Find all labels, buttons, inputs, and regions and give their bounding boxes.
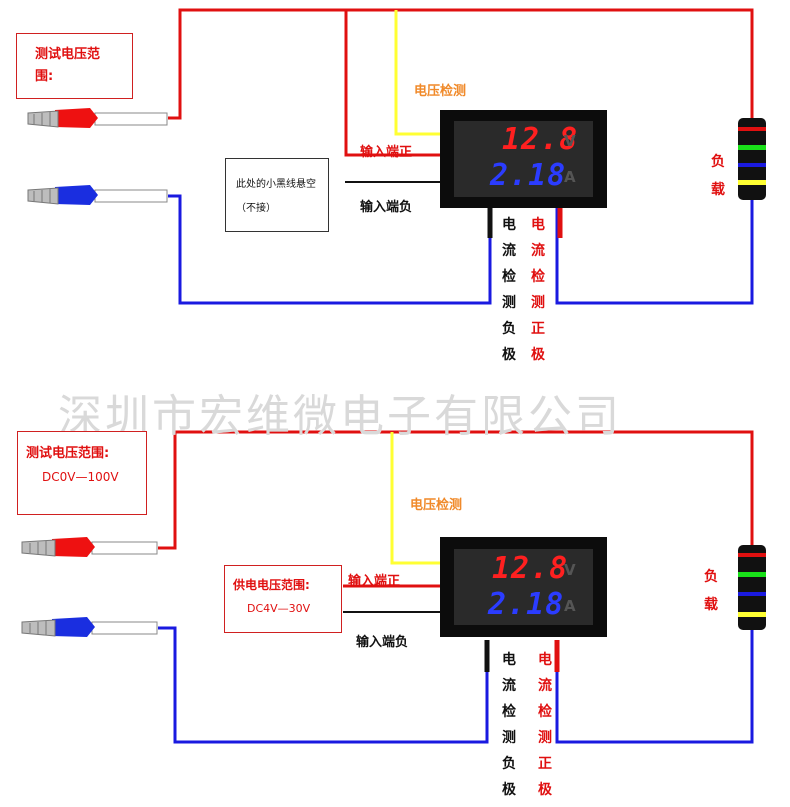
- bottom-supply-label: 供电电压范围:: [233, 578, 310, 592]
- top-voltage-detect-label: 电压检测: [414, 84, 467, 99]
- top-red-wire: [168, 8, 754, 120]
- bottom-load-label: 负载: [704, 569, 718, 613]
- top-current-neg-label: 电流检测负极: [502, 217, 516, 363]
- bottom-supply-value: DC4V—30V: [247, 602, 311, 615]
- top-input-pos-label: 输入端正: [360, 145, 413, 160]
- top-note-box: 此处的小黑线悬空（不接）: [225, 158, 329, 232]
- top-current-pos-label: 电流检测正极: [531, 217, 545, 363]
- top-red-probe: [27, 108, 168, 128]
- bottom-blue-probe: [21, 617, 158, 637]
- top-unit-v: V: [564, 132, 576, 150]
- top-load-resistor: [738, 118, 766, 200]
- bottom-yellow-wire: [390, 432, 448, 565]
- bottom-current-pos-label: 电流检测正极: [538, 652, 552, 798]
- top-yellow-wire: [394, 10, 450, 136]
- top-load-return: [555, 200, 754, 305]
- top-input-pos-wire: [344, 10, 450, 157]
- watermark-text: 深圳市宏维微电子有限公司: [58, 391, 622, 442]
- top-test-range-box: 测试电压范围:: [16, 33, 133, 99]
- top-voltage-reading: 12.8: [502, 122, 579, 157]
- top-test-range-label: 测试电压范围:: [35, 47, 101, 84]
- bottom-unit-v: V: [564, 561, 576, 579]
- bottom-input-pos-label: 输入端正: [348, 574, 401, 589]
- top-input-neg-label: 输入端负: [360, 200, 413, 215]
- bottom-red-wire: [158, 430, 754, 550]
- bottom-current-reading: 2.18: [488, 587, 565, 622]
- bottom-blue-wire: [158, 626, 489, 744]
- bottom-voltage-reading: 12.8: [492, 551, 569, 586]
- bottom-unit-a: A: [564, 597, 576, 615]
- bottom-load-return: [555, 630, 754, 744]
- top-note-text: 此处的小黑线悬空（不接）: [236, 179, 316, 214]
- top-blue-probe: [27, 185, 168, 205]
- bottom-voltage-detect-label: 电压检测: [410, 498, 463, 513]
- bottom-meter: 12.8 V 2.18 A: [440, 537, 607, 637]
- bottom-test-range-box: 测试电压范围: DC0V—100V: [17, 431, 147, 515]
- bottom-test-range-label: 测试电压范围:: [26, 446, 110, 461]
- bottom-meter-screen: [454, 549, 593, 625]
- bottom-wires: [158, 430, 754, 744]
- top-load-label: 负载: [711, 154, 725, 198]
- top-meter-screen: [454, 121, 593, 197]
- bottom-test-range-value: DC0V—100V: [42, 470, 119, 484]
- top-blue-wire: [168, 194, 492, 305]
- top-unit-a: A: [564, 168, 576, 186]
- bottom-supply-box: 供电电压范围: DC4V—30V: [224, 565, 342, 633]
- top-current-reading: 2.18: [490, 158, 567, 193]
- bottom-red-probe: [21, 537, 158, 557]
- bottom-load-resistor: [738, 545, 766, 630]
- bottom-current-neg-label: 电流检测负极: [502, 652, 516, 798]
- bottom-input-neg-label: 输入端负: [356, 635, 409, 650]
- top-wires: [168, 8, 754, 305]
- top-meter: 12.8 V 2.18 A: [440, 110, 607, 208]
